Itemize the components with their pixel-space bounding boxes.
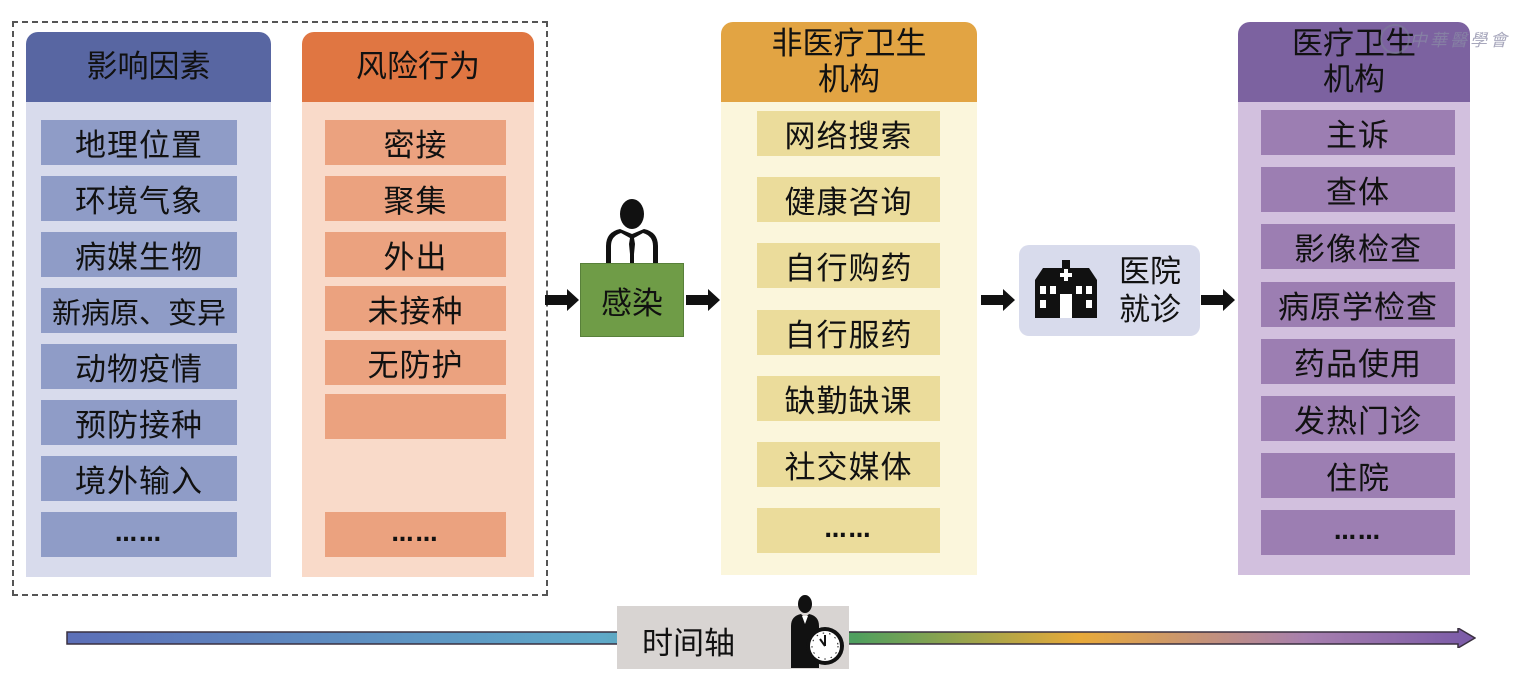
person-icon [606, 199, 658, 266]
list-item: 主诉 [1261, 110, 1455, 155]
determinants-group-border [12, 21, 548, 596]
arrow-right-icon [1201, 289, 1235, 311]
list-item: 无防护 [325, 340, 506, 385]
column-influencing-factors: 影响因素 地理位置 环境气象 病媒生物 新病原、变异 动物疫情 预防接种 境外输… [26, 32, 271, 577]
watermark-seal-icon [1380, 24, 1410, 54]
list-item: 地理位置 [41, 120, 237, 165]
list-item: 预防接种 [41, 400, 237, 445]
column-body: 网络搜索 健康咨询 自行购药 自行服药 缺勤缺课 社交媒体 …… [721, 102, 977, 575]
list-item: 自行服药 [757, 310, 940, 355]
list-item: 缺勤缺课 [757, 376, 940, 421]
hospital-icon [1035, 260, 1097, 318]
column-body: 主诉 查体 影像检查 病原学检查 药品使用 发热门诊 住院 …… [1238, 102, 1470, 575]
hospital-visit-label: 医院 就诊 [1114, 253, 1186, 329]
hospital-label-line1: 医院 [1119, 254, 1181, 290]
list-item: 网络搜索 [757, 111, 940, 156]
arrow-right-icon [686, 289, 720, 311]
column-header: 非医疗卫生 机构 [721, 22, 977, 102]
list-item-ellipsis: …… [757, 508, 940, 553]
list-item: 影像检查 [1261, 224, 1455, 269]
column-header-line1: 非医疗卫生 [771, 26, 927, 62]
column-header-line2: 机构 [818, 62, 880, 98]
list-item: 境外输入 [41, 456, 237, 501]
list-item: 未接种 [325, 286, 506, 331]
person-clock-icon [791, 595, 844, 668]
list-item-ellipsis: …… [41, 512, 237, 557]
list-item: 动物疫情 [41, 344, 237, 389]
list-item: 聚集 [325, 176, 506, 221]
arrow-right-icon [981, 289, 1015, 311]
column-risk-behaviors: 风险行为 密接 聚集 外出 未接种 无防护 …… [302, 32, 534, 577]
list-item: 住院 [1261, 453, 1455, 498]
column-body: 地理位置 环境气象 病媒生物 新病原、变异 动物疫情 预防接种 境外输入 …… [26, 102, 271, 577]
column-header-line2: 机构 [1323, 62, 1385, 98]
column-body: 密接 聚集 外出 未接种 无防护 …… [302, 102, 534, 577]
column-non-medical-institutions: 非医疗卫生 机构 网络搜索 健康咨询 自行购药 自行服药 缺勤缺课 社交媒体 …… [721, 22, 977, 575]
list-item-empty [325, 394, 506, 439]
list-item: 新病原、变异 [41, 288, 237, 333]
list-item: 发热门诊 [1261, 396, 1455, 441]
list-item-ellipsis: …… [1261, 510, 1455, 555]
list-item: 密接 [325, 120, 506, 165]
list-item: 药品使用 [1261, 339, 1455, 384]
list-item: 社交媒体 [757, 442, 940, 487]
list-item: 病媒生物 [41, 232, 237, 277]
list-item: 病原学检查 [1261, 282, 1455, 327]
timeline-label: 时间轴 [642, 626, 735, 662]
list-item: 健康咨询 [757, 177, 940, 222]
column-header: 影响因素 [26, 32, 271, 102]
list-item: 环境气象 [41, 176, 237, 221]
watermark: 中華醫學會 [1410, 31, 1510, 51]
list-item-ellipsis: …… [325, 512, 506, 557]
hospital-label-line2: 就诊 [1119, 292, 1181, 328]
column-medical-institutions: 医疗卫生 机构 主诉 查体 影像检查 病原学检查 药品使用 发热门诊 住院 …… [1238, 22, 1470, 575]
list-item: 查体 [1261, 167, 1455, 212]
infection-node: 感染 [580, 263, 684, 337]
list-item: 自行购药 [757, 243, 940, 288]
column-header: 风险行为 [302, 32, 534, 102]
arrow-right-icon [545, 289, 579, 311]
list-item: 外出 [325, 232, 506, 277]
